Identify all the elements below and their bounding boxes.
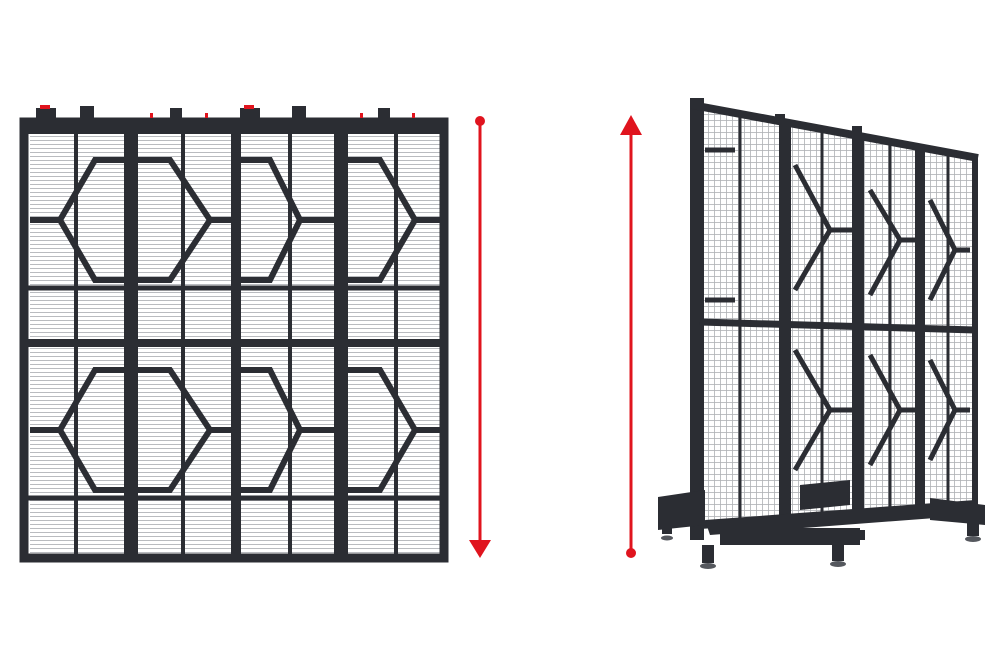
perspective-view-frame xyxy=(658,98,985,569)
front-view-frame xyxy=(19,105,449,563)
height-arrow-down xyxy=(469,116,491,558)
height-arrow-up xyxy=(620,115,642,558)
